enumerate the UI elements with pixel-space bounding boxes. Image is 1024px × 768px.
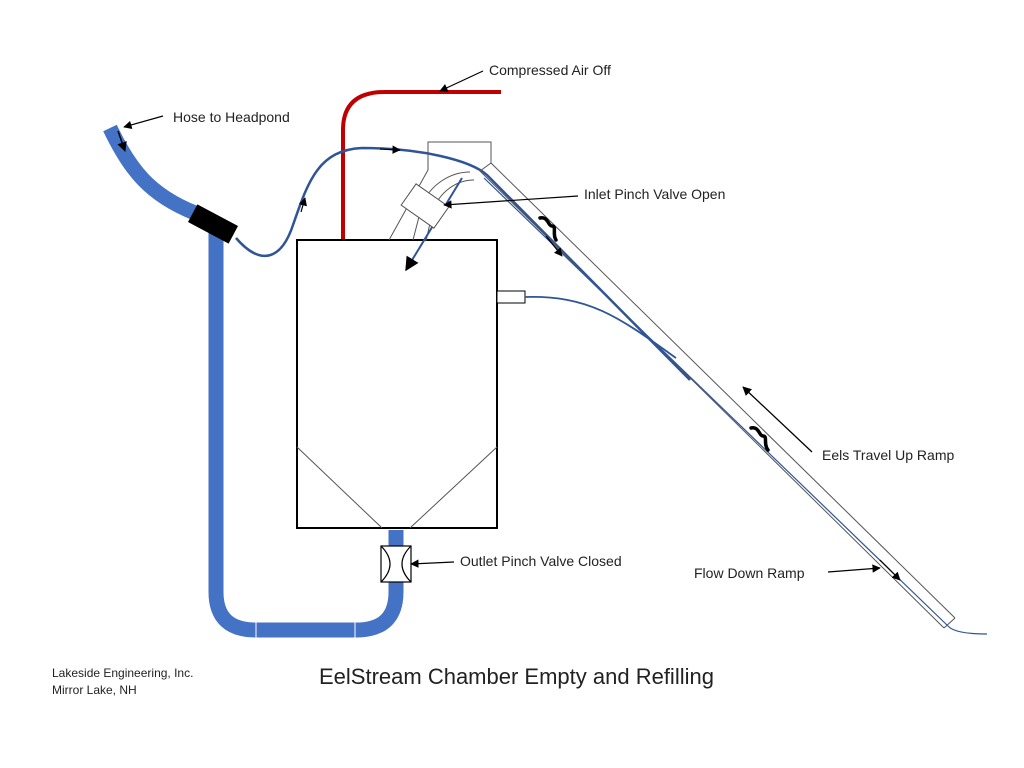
outlet-pinch-valve (380, 545, 412, 583)
outlet-valve-label: Outlet Pinch Valve Closed (460, 553, 622, 569)
eels-up-arrow (742, 386, 813, 453)
ramp-bottom-edge (479, 170, 945, 629)
diagram-title: EelStream Chamber Empty and Refilling (319, 664, 714, 689)
inlet-valve-label: Inlet Pinch Valve Open (584, 186, 725, 202)
chamber-body (296, 239, 498, 529)
compressed-air-line (341, 90, 501, 240)
compressed-air-label: Compressed Air Off (489, 62, 611, 78)
chamber-cone-right (409, 446, 498, 529)
ramp-top-edge (490, 162, 956, 619)
inlet-hopper (388, 141, 492, 241)
hose-flow-arrow (117, 130, 127, 152)
ramp-end (943, 617, 956, 629)
company-location: Mirror Lake, NH (52, 683, 137, 697)
eel-icon (749, 426, 770, 452)
eel-icon (538, 216, 558, 242)
chamber-cone-left (296, 446, 383, 529)
eels-travel-label: Eels Travel Up Ramp (822, 447, 954, 463)
hose-right-arrow (379, 145, 401, 154)
flow-down-leader (827, 564, 881, 573)
hose-up-arrow (298, 197, 307, 213)
headpond-hose-line (235, 146, 691, 381)
chamber (296, 239, 677, 529)
return-pipe (208, 232, 404, 638)
flow-down-label: Flow Down Ramp (694, 565, 805, 581)
ramp-down-arrow (545, 235, 563, 257)
eel-ramp (388, 141, 988, 635)
inlet-pinch-valve (400, 183, 450, 229)
hose-leader (123, 115, 164, 129)
supply-pipe (103, 124, 404, 638)
flow-down-ramp-arrow (879, 559, 901, 581)
side-port-line (524, 296, 677, 359)
outflow-line (947, 625, 988, 635)
compressed-air-leader (439, 70, 484, 92)
outlet-valve-leader (410, 559, 455, 568)
hose-coupler (187, 204, 239, 244)
hose-label: Hose to Headpond (173, 109, 290, 125)
chamber-side-port (496, 290, 526, 304)
company-name: Lakeside Engineering, Inc. (52, 666, 193, 680)
inlet-valve-leader (443, 195, 579, 209)
hose-to-headpond-pipe (103, 124, 198, 220)
